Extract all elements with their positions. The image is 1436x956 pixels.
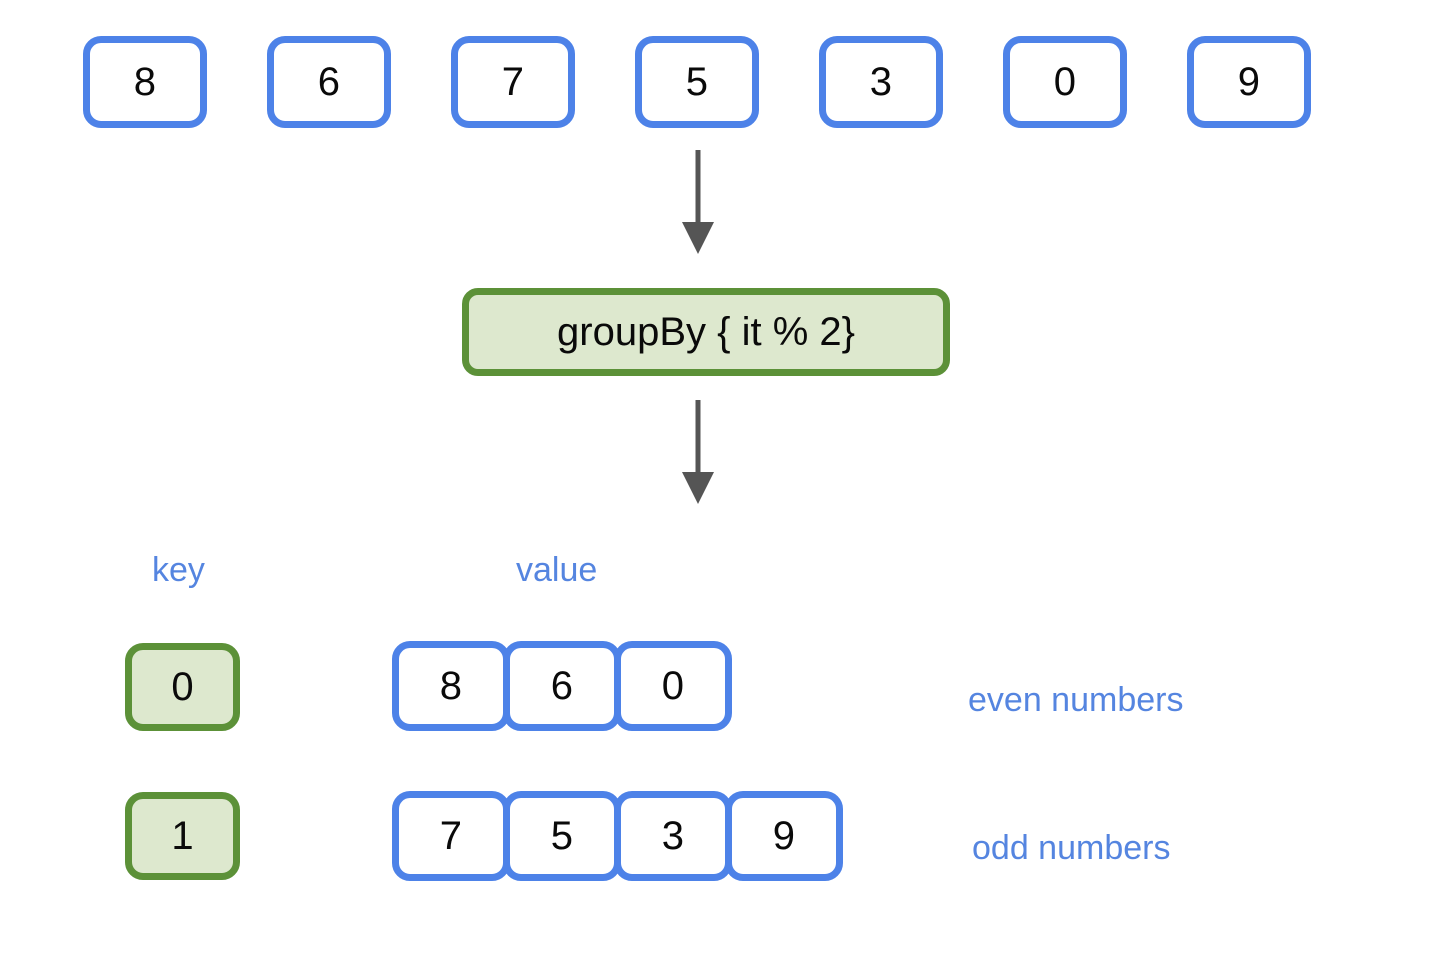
box-value: 6 xyxy=(550,664,574,708)
value-item[interactable]: 6 xyxy=(503,641,621,731)
column-header-key: key xyxy=(152,551,205,589)
operation-pill[interactable]: groupBy { it % 2} xyxy=(462,288,950,376)
source-item[interactable]: 8 xyxy=(83,36,207,128)
box-value: 7 xyxy=(501,60,525,104)
box-value: 3 xyxy=(661,814,685,858)
box-value: 8 xyxy=(439,664,463,708)
value-item[interactable]: 3 xyxy=(614,791,732,881)
source-collection-row: 8 6 7 5 3 0 9 xyxy=(83,36,1311,128)
source-item[interactable]: 0 xyxy=(1003,36,1127,128)
box-value: 0 xyxy=(661,664,685,708)
key-box-label: 0 xyxy=(171,665,194,709)
box-value: 8 xyxy=(133,60,157,104)
annotation-even: even numbers xyxy=(968,681,1184,719)
value-row-even: 8 6 0 xyxy=(392,641,732,731)
box-value: 5 xyxy=(685,60,709,104)
annotation-odd: odd numbers xyxy=(972,829,1171,867)
value-item[interactable]: 5 xyxy=(503,791,621,881)
box-value: 6 xyxy=(317,60,341,104)
arrow-operation-to-result xyxy=(676,400,720,510)
value-item[interactable]: 0 xyxy=(614,641,732,731)
box-value: 7 xyxy=(439,814,463,858)
box-value: 9 xyxy=(772,814,796,858)
operation-label: groupBy { it % 2} xyxy=(557,310,855,354)
column-header-value: value xyxy=(516,551,598,589)
key-box-even[interactable]: 0 xyxy=(125,643,240,731)
source-item[interactable]: 9 xyxy=(1187,36,1311,128)
source-item[interactable]: 6 xyxy=(267,36,391,128)
value-item[interactable]: 8 xyxy=(392,641,510,731)
value-item[interactable]: 9 xyxy=(725,791,843,881)
source-item[interactable]: 5 xyxy=(635,36,759,128)
value-item[interactable]: 7 xyxy=(392,791,510,881)
source-item[interactable]: 3 xyxy=(819,36,943,128)
box-value: 5 xyxy=(550,814,574,858)
box-value: 9 xyxy=(1237,60,1261,104)
box-value: 3 xyxy=(869,60,893,104)
arrow-input-to-operation xyxy=(676,150,720,260)
key-box-label: 1 xyxy=(171,814,194,858)
box-value: 0 xyxy=(1053,60,1077,104)
value-row-odd: 7 5 3 9 xyxy=(392,791,843,881)
key-box-odd[interactable]: 1 xyxy=(125,792,240,880)
source-item[interactable]: 7 xyxy=(451,36,575,128)
